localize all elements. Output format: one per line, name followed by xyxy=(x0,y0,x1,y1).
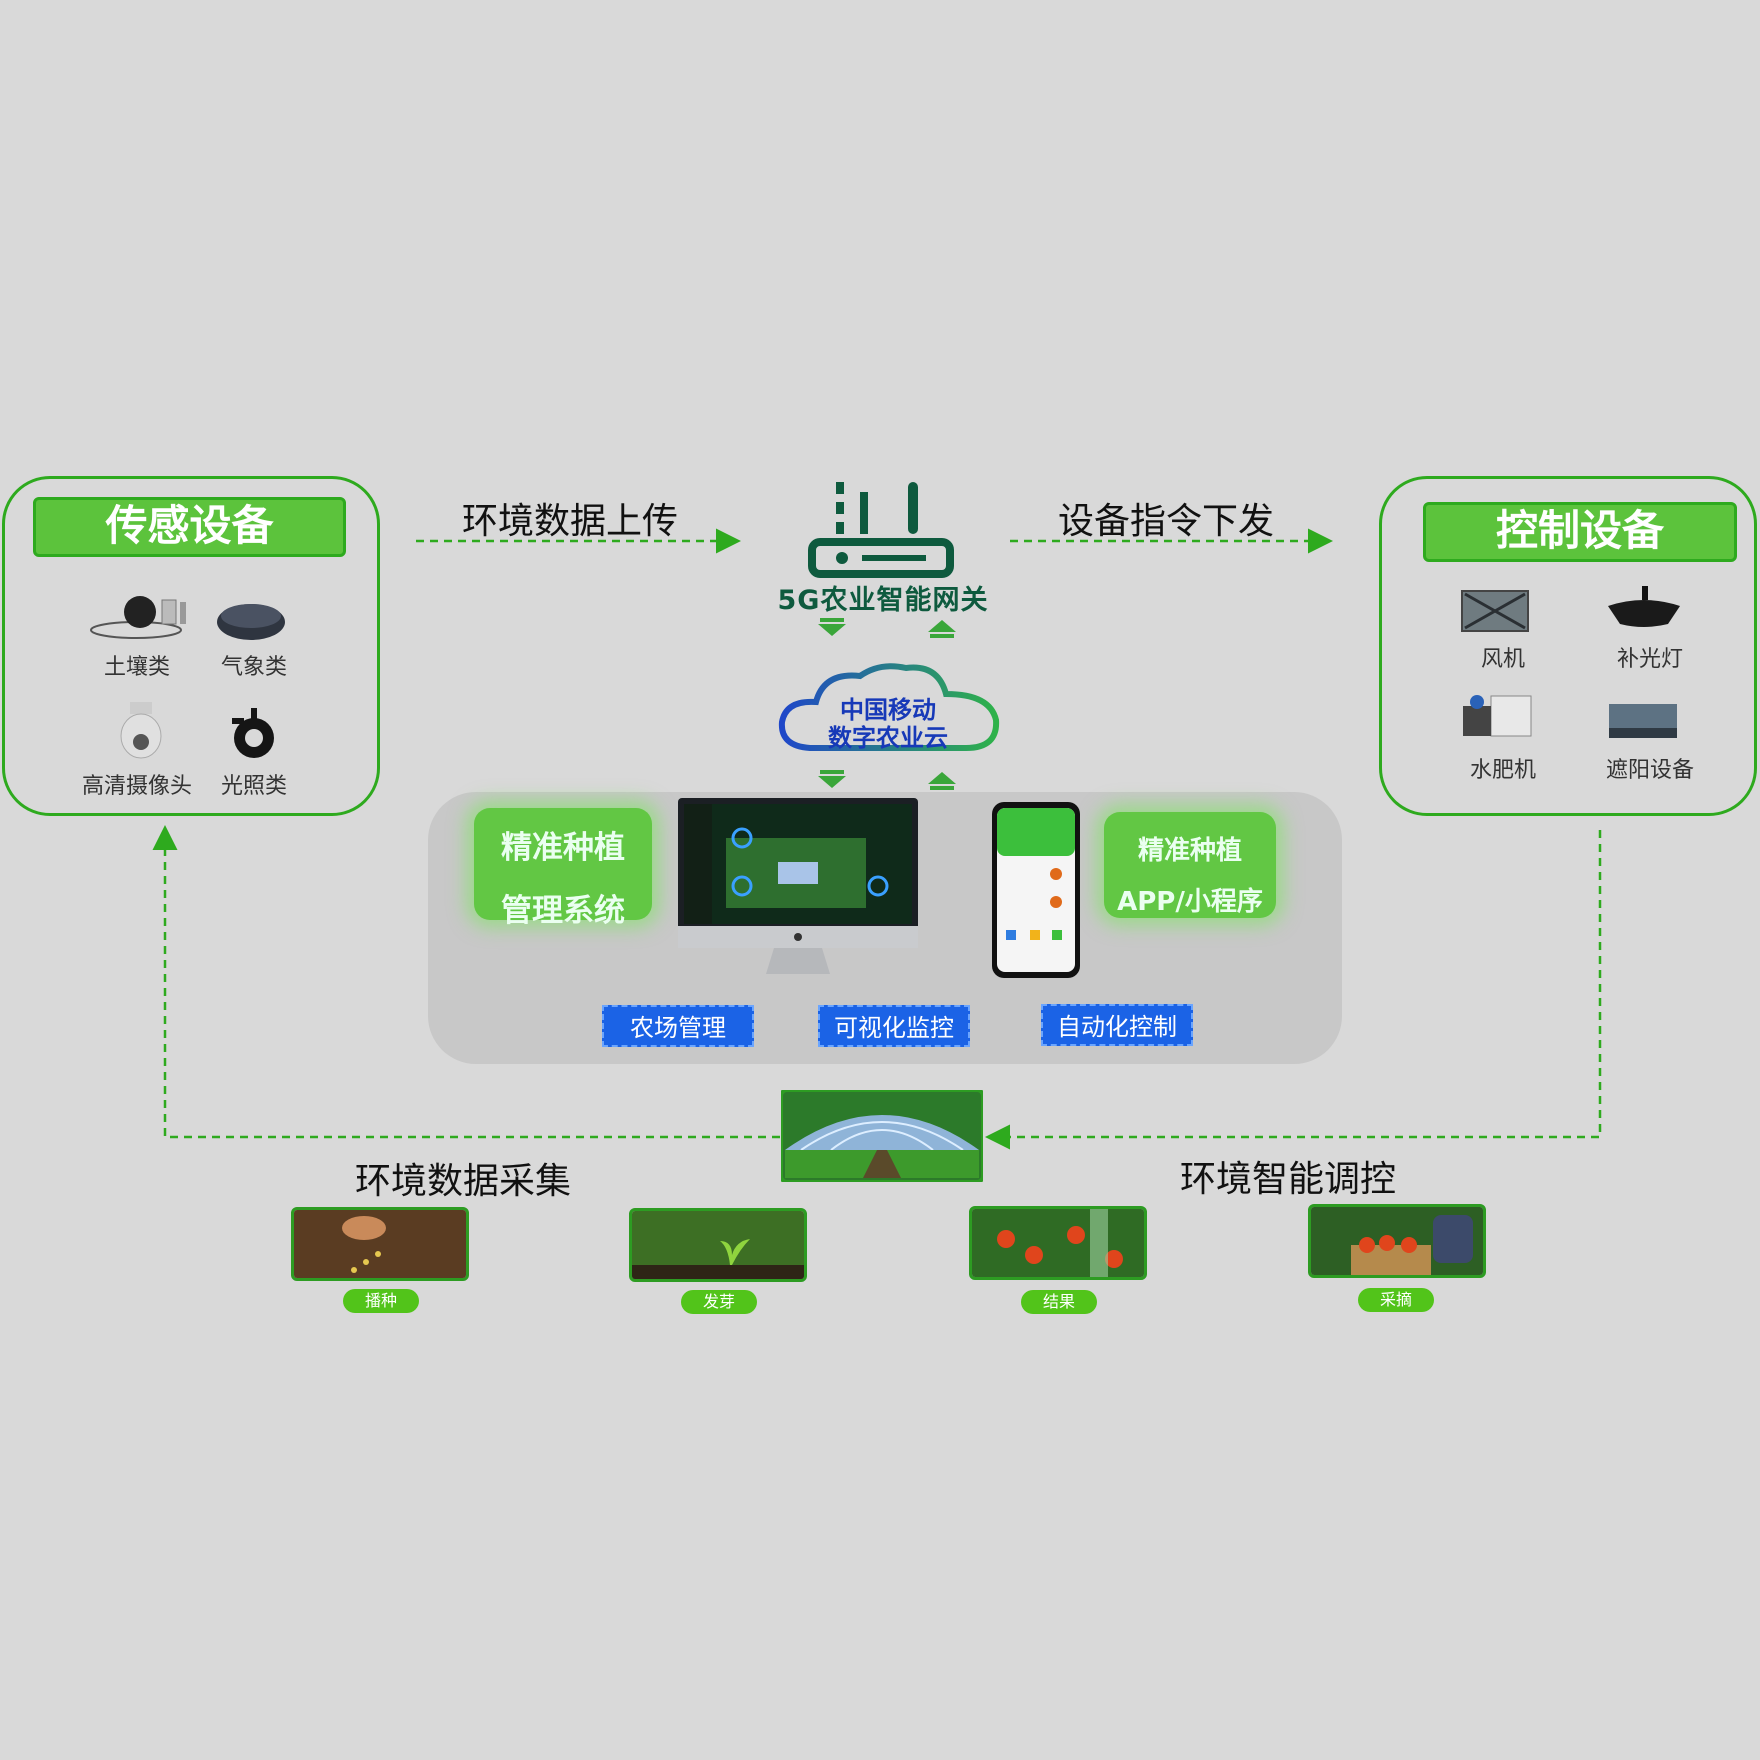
fan-icon xyxy=(1461,590,1529,632)
command-label: 设备指令下发 xyxy=(1058,501,1275,542)
weather-sensor-icon xyxy=(217,604,285,640)
sensor-item-camera: 高清摄像头 xyxy=(81,774,192,799)
stage-sprouting-image xyxy=(629,1208,807,1282)
cloud-icon xyxy=(778,663,1000,751)
upload-label: 环境数据上传 xyxy=(462,501,679,542)
cloud-label-line1: 中国移动 xyxy=(840,696,936,724)
phone-icon xyxy=(992,802,1080,978)
control-item-fertigation: 水肥机 xyxy=(1469,758,1536,783)
stage-sprouting-tag: 发芽 xyxy=(681,1290,757,1314)
soil-sensor-icon xyxy=(90,596,186,639)
camera-icon xyxy=(120,702,162,759)
management-system-card: 精准种植 管理系统 xyxy=(474,808,652,929)
app-line1: 精准种植 xyxy=(1137,836,1242,866)
light-sensor-icon xyxy=(232,708,274,758)
sensor-item-weather: 气象类 xyxy=(220,655,287,680)
control-item-grow-light: 补光灯 xyxy=(1616,647,1683,672)
regulate-label: 环境智能调控 xyxy=(1180,1159,1397,1200)
shading-device-icon xyxy=(1609,704,1677,738)
collect-arrow xyxy=(152,825,780,1139)
collect-label: 环境数据采集 xyxy=(355,1161,572,1202)
stage-sowing-image xyxy=(291,1207,469,1281)
visual-monitoring-button[interactable]: 可视化监控 xyxy=(818,1005,970,1047)
gateway-icon xyxy=(808,482,954,578)
stage-sowing-tag: 播种 xyxy=(343,1289,419,1313)
cloud-label-line2: 数字农业云 xyxy=(828,724,948,752)
stage-fruiting-image xyxy=(969,1206,1147,1280)
regulate-arrow xyxy=(985,830,1602,1150)
sensor-panel xyxy=(2,476,380,816)
app-line2: APP/小程序 xyxy=(1117,887,1263,917)
desktop-monitor-icon xyxy=(678,798,918,974)
stage-harvest-tag: 采摘 xyxy=(1358,1288,1434,1312)
management-system-line1: 精准种植 xyxy=(501,830,625,866)
control-item-fan: 风机 xyxy=(1480,647,1525,672)
sensor-item-light: 光照类 xyxy=(220,774,287,799)
farm-management-button[interactable]: 农场管理 xyxy=(602,1005,754,1047)
greenhouse-image xyxy=(781,1090,983,1182)
auto-control-button[interactable]: 自动化控制 xyxy=(1041,1004,1193,1046)
gateway-label: 5G农业智能网关 xyxy=(777,585,989,616)
grow-light-icon xyxy=(1608,586,1680,627)
fertigation-machine-icon xyxy=(1463,695,1532,737)
control-panel xyxy=(1379,476,1757,816)
control-panel-title: 控制设备 xyxy=(1423,502,1737,562)
sensor-item-soil: 土壤类 xyxy=(103,655,170,680)
control-item-shading: 遮阳设备 xyxy=(1605,758,1694,783)
app-card: 精准种植 APP/小程序 xyxy=(1104,812,1276,918)
down-arrow-icon xyxy=(818,618,846,788)
stage-harvest-image xyxy=(1308,1204,1486,1278)
management-system-line2: 管理系统 xyxy=(501,893,625,929)
up-arrow-icon xyxy=(928,620,956,790)
stage-fruiting-tag: 结果 xyxy=(1021,1290,1097,1314)
sensor-panel-title: 传感设备 xyxy=(33,497,346,557)
